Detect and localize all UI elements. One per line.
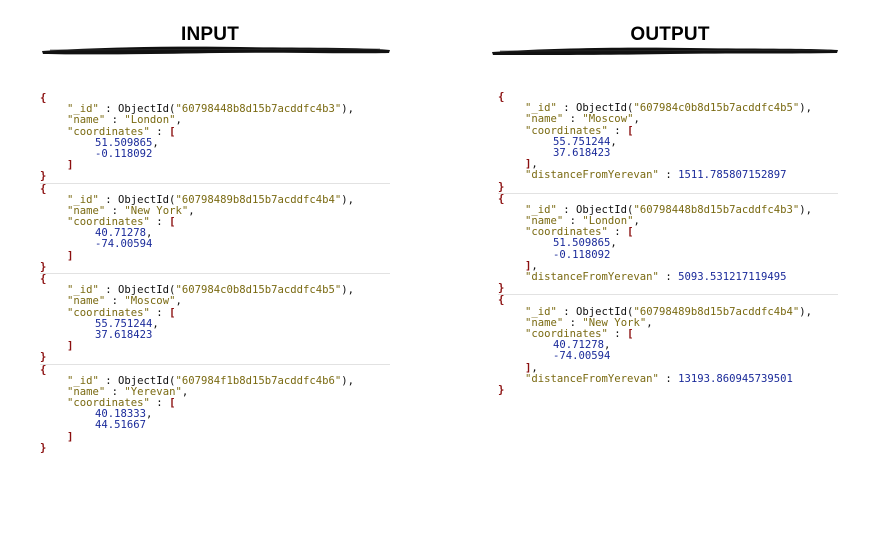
output-heading: OUTPUT [630, 24, 710, 45]
close-brace: } [498, 282, 505, 295]
close-brace: } [40, 260, 47, 273]
open-brace: { [40, 92, 47, 104]
coordinates-line: "coordinates" : [ [525, 327, 634, 340]
distance-line: "distanceFromYerevan" : 5093.53121711949… [525, 271, 787, 283]
output-underline-stroke [492, 47, 838, 55]
id-line: "_id" : ObjectId("607984c0b8d15b7acddfc4… [525, 102, 813, 115]
close-bracket: ], [525, 259, 538, 272]
longitude-value: -0.118092 [553, 248, 611, 261]
close-brace: } [498, 383, 505, 396]
name-line: "name" : "London", [67, 114, 182, 127]
input-document: { "_id" : ObjectId("607984c0b8d15b7acddf… [40, 273, 390, 364]
input-underline-stroke [42, 46, 390, 55]
latitude-value: 55.751244, [95, 317, 159, 330]
longitude-value: 44.51667 [95, 419, 147, 432]
coordinates-line: "coordinates" : [ [67, 125, 176, 138]
coordinates-line: "coordinates" : [ [67, 306, 176, 319]
id-line: "_id" : ObjectId("607984c0b8d15b7acddfc4… [67, 284, 355, 297]
distance-line: "distanceFromYerevan" : 1511.78580715289… [525, 169, 787, 182]
name-line: "name" : "Moscow", [525, 113, 640, 126]
name-line: "name" : "New York", [525, 316, 653, 329]
input-document: { "_id" : ObjectId("607984f1b8d15b7acddf… [40, 363, 390, 455]
close-bracket: ] [67, 430, 74, 443]
name-line: "name" : "Moscow", [67, 295, 182, 308]
close-brace: } [40, 170, 47, 183]
close-brace: } [40, 441, 47, 454]
latitude-value: 55.751244, [553, 135, 617, 148]
close-brace: } [40, 351, 47, 364]
open-brace: { [498, 91, 505, 103]
output-document: { "_id" : ObjectId("60798448b8d15b7acddf… [498, 192, 838, 295]
coordinates-line: "coordinates" : [ [525, 124, 634, 137]
latitude-value: 51.509865, [95, 136, 159, 149]
longitude-value: -74.00594 [95, 238, 153, 251]
longitude-value: -74.00594 [553, 350, 611, 363]
name-line: "name" : "Yerevan", [67, 385, 189, 398]
close-bracket: ] [67, 159, 74, 172]
id-line: "_id" : ObjectId("60798489b8d15b7acddfc4… [67, 193, 355, 206]
id-line: "_id" : ObjectId("60798489b8d15b7acddfc4… [525, 305, 813, 318]
id-line: "_id" : ObjectId("60798448b8d15b7acddfc4… [67, 103, 355, 116]
latitude-value: 51.509865, [553, 237, 617, 250]
distance-line: "distanceFromYerevan" : 13193.8609457395… [525, 372, 793, 385]
latitude-value: 40.71278, [95, 227, 153, 240]
open-brace: { [40, 182, 47, 195]
input-document: { "_id" : ObjectId("60798489b8d15b7acddf… [40, 182, 390, 274]
input-document: { "_id" : ObjectId("60798448b8d15b7acddf… [40, 92, 390, 183]
open-brace: { [498, 192, 505, 205]
coordinates-line: "coordinates" : [ [525, 226, 634, 239]
input-document-list: { "_id" : ObjectId("60798448b8d15b7acddf… [40, 92, 390, 455]
latitude-value: 40.71278, [553, 339, 611, 352]
id-line: "_id" : ObjectId("607984f1b8d15b7acddfc4… [67, 374, 355, 387]
open-brace: { [40, 363, 47, 376]
close-brace: } [498, 180, 505, 193]
open-brace: { [40, 273, 47, 285]
id-line: "_id" : ObjectId("60798448b8d15b7acddfc4… [525, 203, 813, 216]
coordinates-line: "coordinates" : [ [67, 397, 176, 410]
output-document: { "_id" : ObjectId("607984c0b8d15b7acddf… [498, 91, 838, 193]
open-brace: { [498, 294, 505, 307]
output-document-list: { "_id" : ObjectId("607984c0b8d15b7acddf… [498, 91, 838, 396]
close-bracket: ], [525, 361, 538, 374]
close-bracket: ] [67, 340, 74, 353]
name-line: "name" : "New York", [67, 204, 195, 217]
name-line: "name" : "London", [525, 215, 640, 228]
longitude-value: 37.618423 [553, 146, 611, 159]
coordinates-line: "coordinates" : [ [67, 216, 176, 229]
input-heading: INPUT [181, 24, 239, 45]
output-document: { "_id" : ObjectId("60798489b8d15b7acddf… [498, 294, 838, 396]
latitude-value: 40.18333, [95, 408, 153, 421]
close-bracket: ], [525, 158, 538, 171]
longitude-value: 37.618423 [95, 328, 153, 341]
close-bracket: ] [67, 249, 74, 262]
longitude-value: -0.118092 [95, 147, 153, 160]
